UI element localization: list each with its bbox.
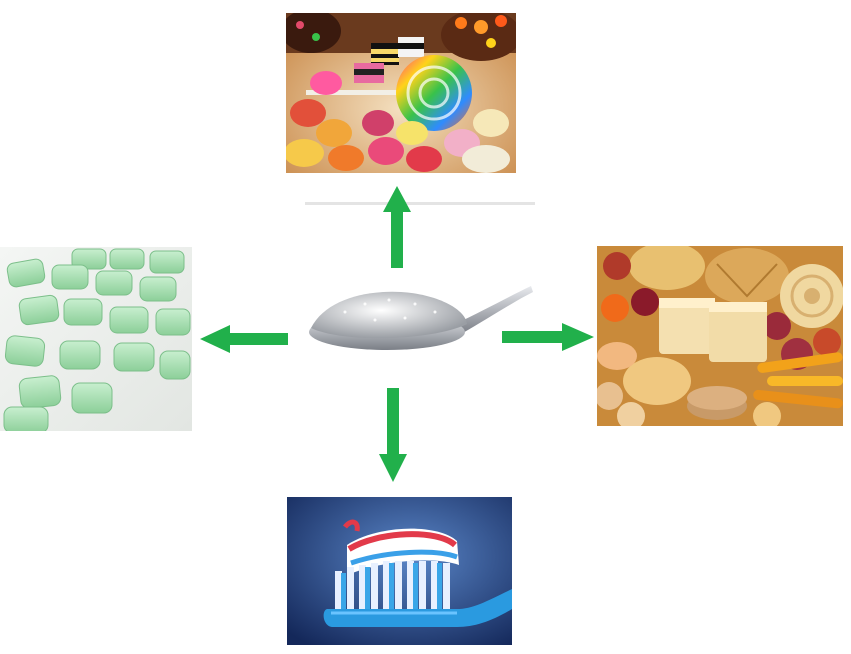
- chewing-gum-icon: [0, 247, 192, 431]
- spoon-of-sugar-icon: [305, 200, 537, 360]
- arrow-down-icon: [379, 388, 407, 482]
- arrow-up-icon: [383, 186, 411, 268]
- arrow-right-icon: [502, 323, 594, 351]
- toothpaste-toothbrush-icon: [287, 497, 512, 645]
- assorted-candy-icon: [286, 13, 516, 173]
- pastries-and-dried-fruit-icon: [597, 246, 843, 426]
- arrow-left-icon: [200, 325, 288, 353]
